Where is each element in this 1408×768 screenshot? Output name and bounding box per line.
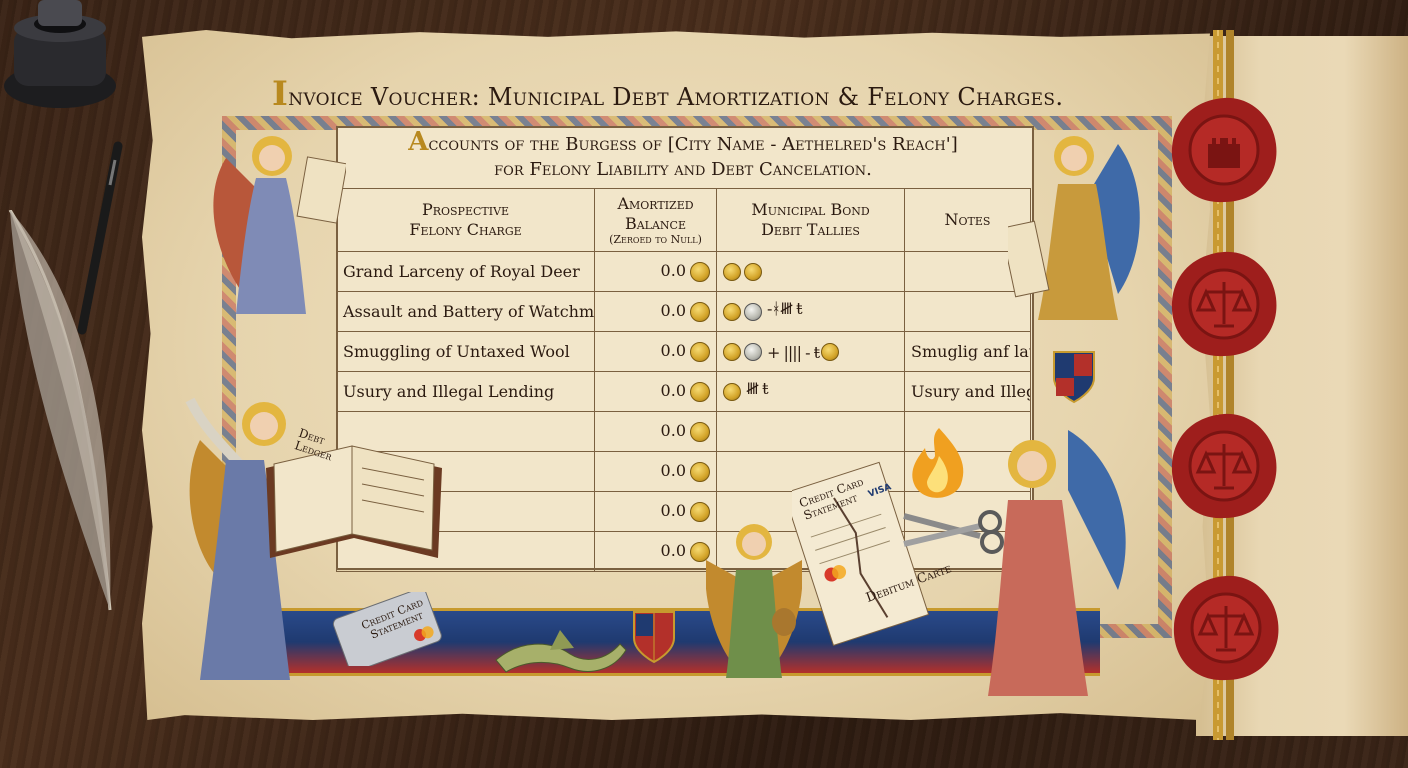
tallies-cell: 𝍸 ŧ [716,371,905,412]
tallies-cell [716,411,905,452]
credit-card-statement-icon [792,461,930,647]
coin-icon [690,501,710,522]
subtitle-drop-cap: A [408,127,429,157]
coin-icon [723,382,741,401]
coin-icon [690,261,710,282]
coin-icon [744,302,762,321]
document-title: Invoice Voucher: Municipal Debt Amortiza… [272,74,1112,114]
coin-icon [723,302,741,321]
balance-cell: 0.0 [594,251,717,292]
wax-seal-scales-icon [1173,575,1279,681]
balance-cell: 0.0 [594,371,717,412]
felony-charge-cell: Grand Larceny of Royal Deer [336,251,595,292]
notes-cell: Smuglig anf lattery of Watchman [904,331,1031,372]
title-drop-cap: I [272,74,289,114]
wax-seal-castle-icon [1171,97,1277,203]
flame-icon [912,428,964,498]
subtitle-line-2: for Felony Liability and Debt Cancelatio… [494,159,872,180]
coin-icon [723,343,741,361]
table-row: Usury and Illegal Lending 0.0 𝍸 ŧ Usury … [336,371,1031,412]
subtitle-line-1: ccounts of the Burgess of [City Name - A… [428,134,958,155]
coin-icon [744,343,762,361]
credit-card-icon [332,592,442,666]
balance-cell: 0.0 [594,411,717,452]
tally-marks: + |||| - ŧ [767,342,820,362]
balance-cell: 0.0 [594,451,717,492]
angel-with-scissors-illustration [988,430,1126,696]
coin-icon [690,421,710,442]
dragon-icon [495,630,627,673]
angel-with-moneybag-illustration [706,524,802,678]
title-text: nvoice Voucher: Municipal Debt Amortizat… [288,83,1064,111]
ledger-subtitle: Accounts of the Burgess of [City Name - … [336,127,1030,182]
tallies-cell [716,251,905,292]
balance-cell: 0.0 [594,531,717,572]
inkwell-icon [4,0,116,108]
table-row: Grand Larceny of Royal Deer 0.0 [336,251,1031,292]
balance-cell: 0.0 [594,291,717,332]
coin-icon [690,301,710,322]
notes-cell [904,291,1031,332]
tally-marks: 𝍸 ŧ [746,379,769,398]
notes-cell: Usury and Illegal Illegal lending [904,371,1031,412]
angel-writing-illustration [185,397,294,680]
debt-ledger-book-icon [266,445,442,558]
felony-charge-cell: Usury and Illegal Lending [336,371,595,412]
table-row: Smuggling of Untaxed Wool 0.0 + |||| - ŧ… [336,331,1031,372]
coin-icon [690,341,710,362]
felony-charge-cell: Smuggling of Untaxed Wool [336,331,595,372]
wax-seal-scales-icon [1171,251,1277,357]
coin-icon [821,343,840,361]
scissors-icon [903,510,1004,554]
table-row: Assault and Battery of Watchman 0.0 -ᚼ𝍸 … [336,291,1031,332]
coin-icon [690,461,710,482]
coin-icon [723,263,741,282]
tallies-cell: -ᚼ𝍸 ŧ [716,291,905,332]
quill-icon [8,210,112,611]
coin-icon [744,263,762,282]
fountain-pen-icon [77,141,123,335]
tallies-cell: + |||| - ŧ [716,331,905,372]
angel-with-scroll-illustration [213,136,346,314]
angel-with-scroll-illustration [1008,136,1140,320]
coin-icon [690,541,710,562]
shield-icon [633,611,675,664]
felony-charge-cell: Assault and Battery of Watchman [336,291,595,332]
wax-seal-scales-icon [1171,413,1277,519]
shield-icon [1053,351,1095,404]
balance-cell: 0.0 [594,491,717,532]
tally-marks: -ᚼ𝍸 ŧ [767,299,803,318]
coin-icon [690,381,710,402]
balance-cell: 0.0 [594,331,717,372]
